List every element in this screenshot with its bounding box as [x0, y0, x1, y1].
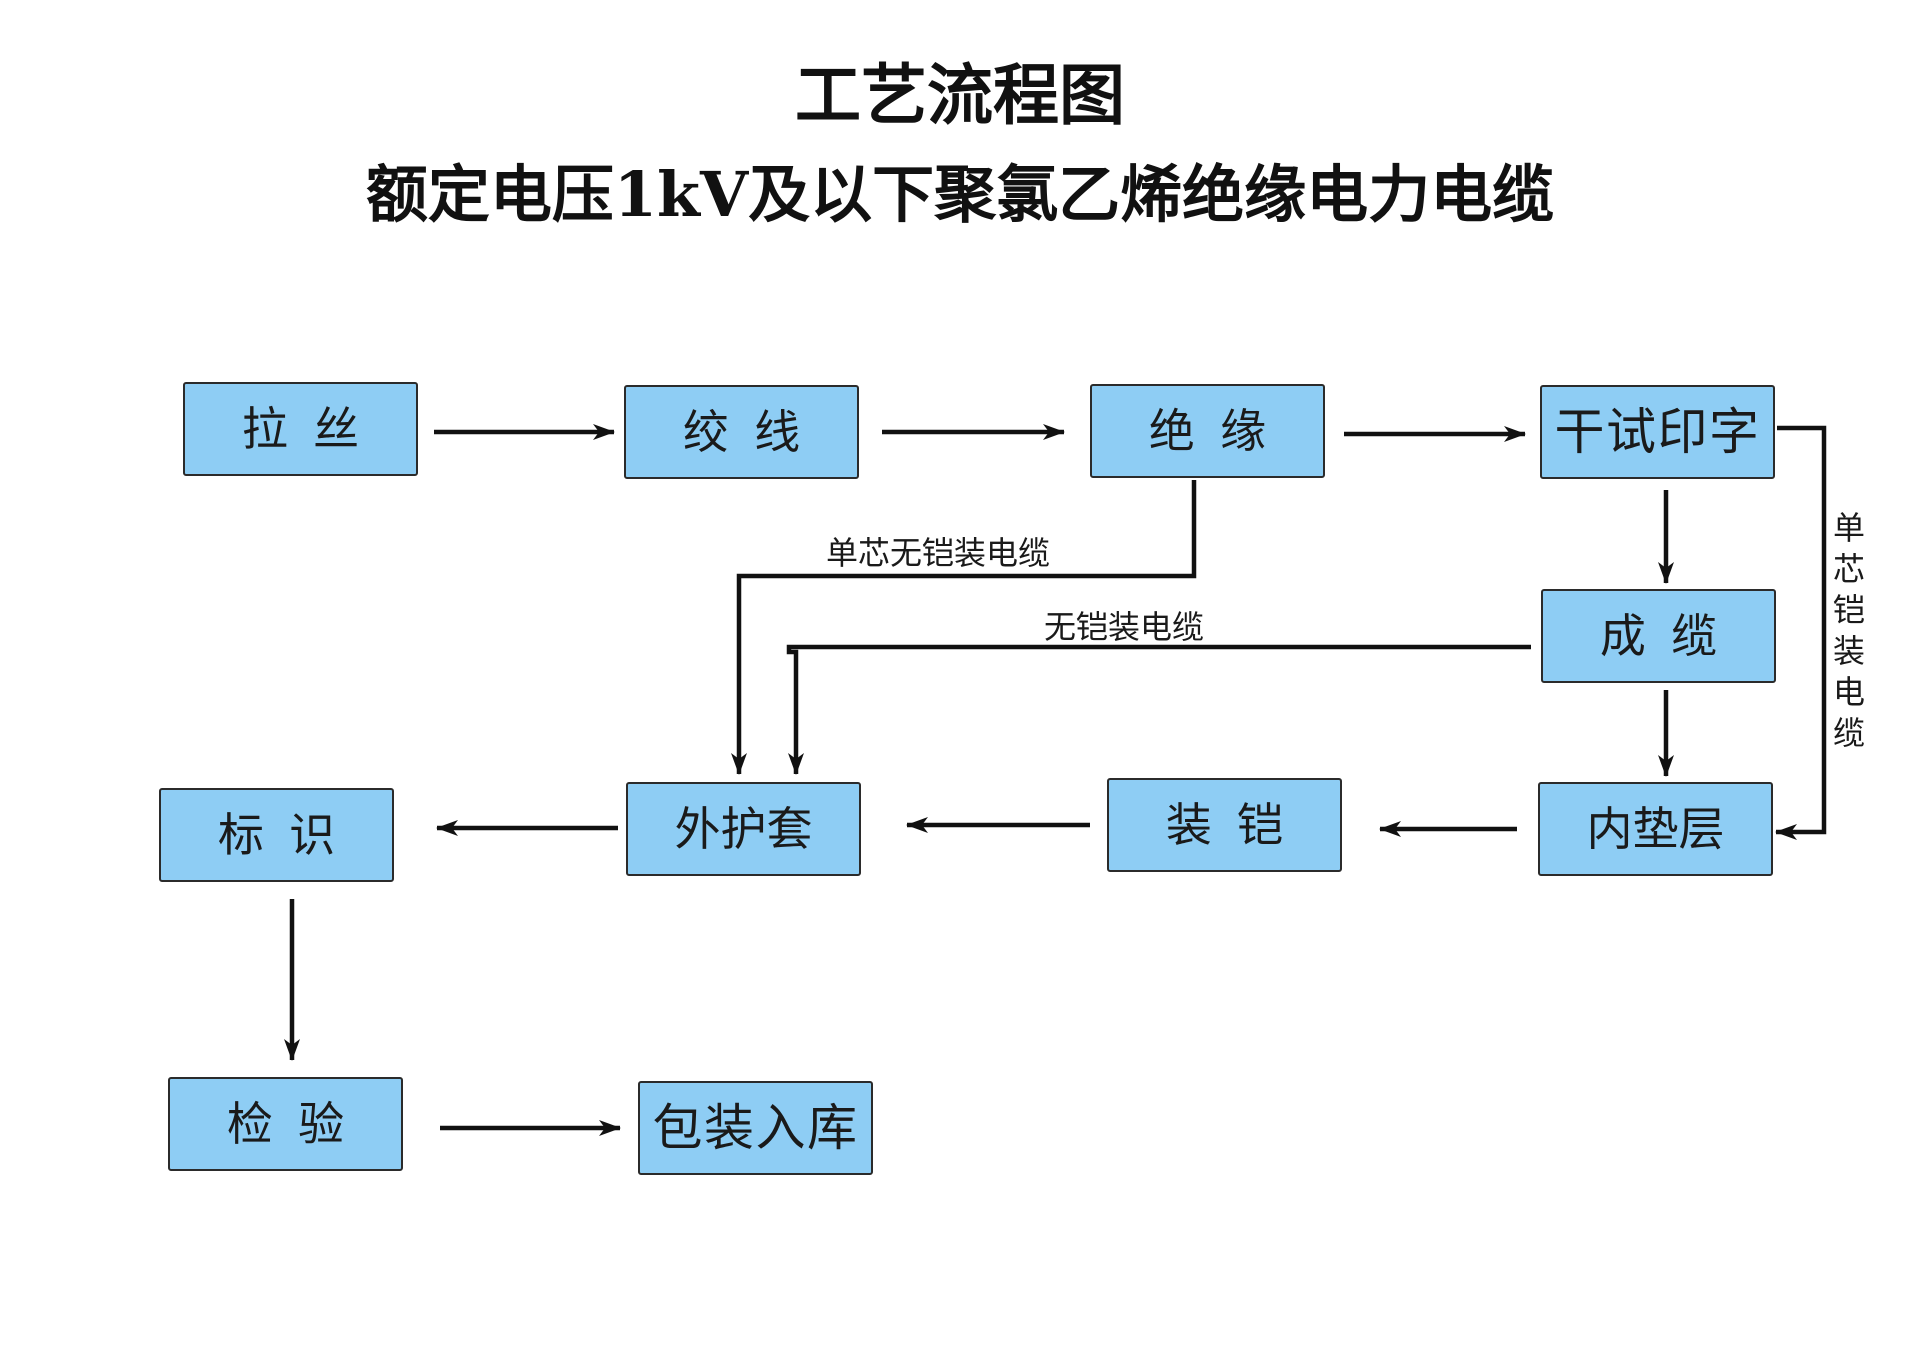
node-jiaoxian: 绞线 [624, 385, 859, 479]
node-biaoshi: 标识 [159, 788, 394, 882]
edge-label-single-core-armored: 单芯铠装电缆 [1832, 509, 1865, 752]
diagram-subtitle: 额定电压1kV及以下聚氯乙烯绝缘电力电缆 [365, 158, 1555, 231]
edge-label-unarmored: 无铠装电缆 [1044, 608, 1205, 646]
node-lasi: 拉丝 [183, 382, 418, 476]
node-baozhuang-ruku: 包装入库 [638, 1081, 873, 1175]
node-waihutao: 外护套 [626, 782, 861, 876]
node-neidianceng: 内垫层 [1538, 782, 1773, 876]
diagram-title: 工艺流程图 [795, 56, 1125, 134]
edge-ganshi-to-neidian-single-armored [1775, 425, 1827, 840]
edge-jueyuan-to-waihu-single-unarmored [731, 480, 1197, 775]
node-ganshi-yinzi: 干试印字 [1540, 385, 1775, 479]
edge-label-single-core-unarmored: 单芯无铠装电缆 [826, 534, 1051, 572]
node-jueyuan: 绝缘 [1090, 384, 1325, 478]
edge-chenglan-to-waihu-unarmored [786, 644, 1531, 775]
node-jianyan: 检验 [168, 1077, 403, 1171]
node-chenglan: 成缆 [1541, 589, 1776, 683]
node-zhuangkai: 装铠 [1107, 778, 1342, 872]
